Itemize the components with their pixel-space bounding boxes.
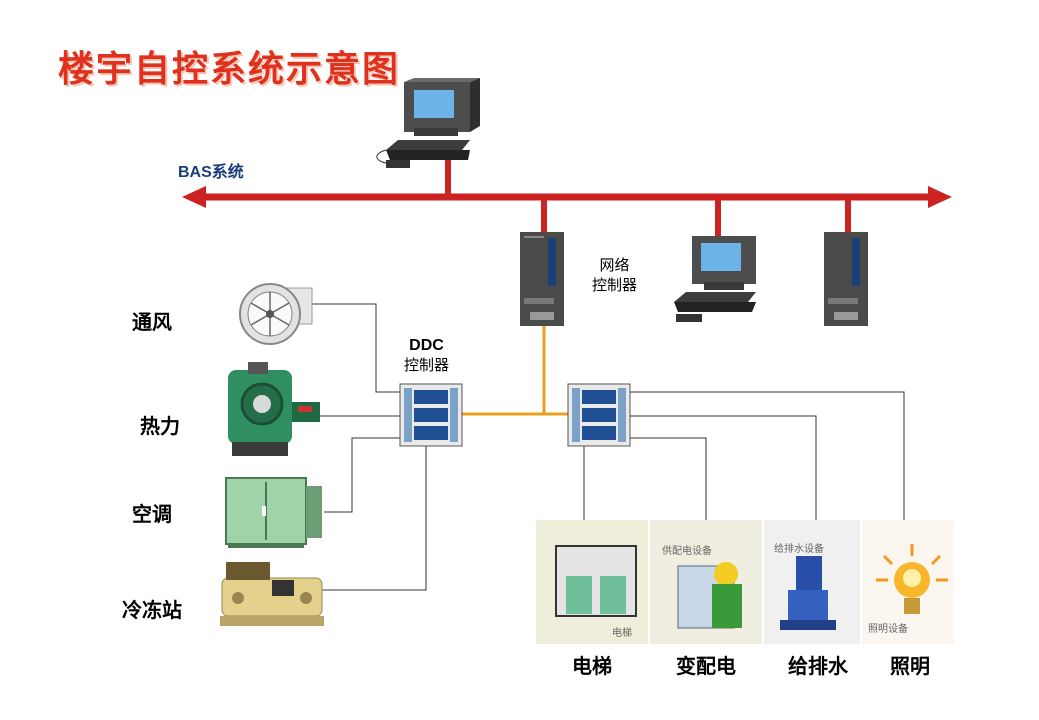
ddc-label: DDC 控制器 — [404, 336, 449, 376]
workstation-icon — [674, 236, 756, 322]
device-label-lighting: 照明 — [890, 654, 930, 678]
ddc-label-line1: DDC — [409, 337, 444, 354]
elevator-panel — [536, 520, 648, 644]
device-label-aircon: 空调 — [132, 502, 172, 526]
device-label-ventilation: 通风 — [132, 310, 172, 334]
server-tower-icon — [824, 232, 868, 326]
device-label-heat: 热力 — [140, 414, 180, 438]
device-label-elevator: 电梯 — [572, 654, 612, 678]
page-title: 楼宇自控系统示意图 — [58, 48, 401, 90]
field-wiring — [310, 303, 905, 591]
bas-system-label: BAS系统 — [178, 164, 244, 181]
substation-caption: 供配电设备 — [662, 546, 712, 557]
ddc-label-line2: 控制器 — [404, 357, 450, 374]
substation-panel — [650, 520, 762, 644]
network-controller-label: 网络 控制器 — [592, 256, 637, 296]
device-label-chiller: 冷冻站 — [122, 598, 182, 622]
ddc-link — [462, 326, 570, 416]
air-conditioner-icon — [225, 477, 322, 548]
network-controller-line1: 网络 — [599, 257, 630, 274]
water-caption: 给排水设备 — [774, 544, 824, 555]
ddc-controller-icon — [399, 383, 463, 447]
computer-icon — [376, 78, 480, 168]
chiller-icon — [220, 562, 324, 626]
network-controller-line2: 控制器 — [592, 277, 638, 294]
boiler-icon — [228, 362, 320, 456]
water-supply-panel — [764, 520, 860, 644]
network-controller-icon — [520, 232, 564, 326]
lighting-caption: 照明设备 — [868, 624, 908, 635]
bas-bus — [182, 158, 952, 236]
device-label-water: 给排水 — [788, 654, 848, 678]
device-label-substation: 变配电 — [676, 654, 736, 678]
lighting-panel — [862, 520, 954, 644]
ventilation-fan-icon — [239, 283, 313, 345]
ddc-controller-icon — [567, 383, 631, 447]
elevator-caption: 电梯 — [612, 628, 632, 639]
